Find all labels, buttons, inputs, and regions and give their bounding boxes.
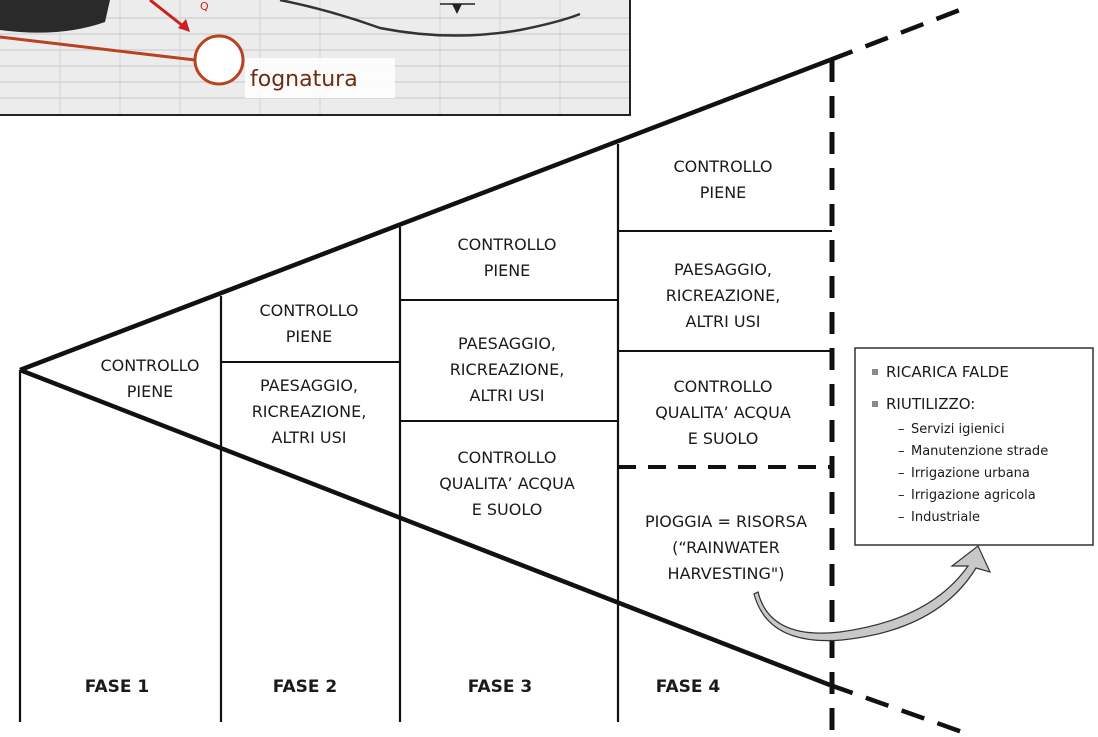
phase3-cell3-line2: QUALITA’ ACQUA (439, 474, 575, 493)
funnel (19, 5, 966, 736)
phase-3: CONTROLLO PIENE PAESAGGIO, RICREAZIONE, … (439, 235, 575, 697)
reuse-box: RICARICA FALDE RIUTILIZZO: – Servizi igi… (854, 347, 1094, 546)
phase1-cell1-line1: CONTROLLO (100, 356, 199, 375)
phase3-cell3-line1: CONTROLLO (457, 448, 556, 467)
reuse-subitem-3: Irrigazione urbana (911, 466, 1030, 481)
bullet-icon (872, 369, 878, 375)
phase-dividers (18, 144, 620, 722)
water-level-icon (452, 4, 462, 14)
red-arrow-icon (178, 19, 190, 32)
reuse-box-frame (854, 347, 1094, 546)
inset-border (0, 0, 631, 116)
reuse-subitem-1: Servizi igienici (911, 422, 1005, 437)
funnel-bottom-edge (19, 367, 831, 688)
phase4-cell3-line3: E SUOLO (688, 429, 759, 448)
phase-2: CONTROLLO PIENE PAESAGGIO, RICREAZIONE, … (252, 301, 367, 697)
dash-icon: – (898, 444, 905, 459)
phase2-cell2-line3: ALTRI USI (272, 428, 347, 447)
dash-icon: – (898, 510, 905, 525)
svg-text:Q: Q (200, 0, 209, 13)
phase4-cell1-line1: CONTROLLO (673, 157, 772, 176)
phase-4: CONTROLLO PIENE PAESAGGIO, RICREAZIONE, … (645, 157, 807, 697)
sewer-pipe-icon (193, 34, 245, 86)
phase4-cell2-line3: ALTRI USI (686, 312, 761, 331)
phase3-label: FASE 3 (468, 677, 532, 697)
phase4-cell4-line1: PIOGGIA = RISORSA (645, 512, 807, 531)
phase2-label: FASE 2 (273, 677, 337, 697)
phase4-cell4-line2: (“RAINWATER (672, 538, 780, 557)
phase2-cell1-line2: PIENE (286, 327, 333, 346)
phase-1: CONTROLLO PIENE FASE 1 (85, 356, 200, 697)
phase3-cell2-line3: ALTRI USI (470, 386, 545, 405)
sewer-inset: Q fognatura (0, 0, 631, 116)
bullet-icon (872, 401, 878, 407)
inset-dark-shape (0, 0, 110, 33)
phase3-cell3-line3: E SUOLO (472, 500, 543, 519)
cell-separators (221, 230, 832, 422)
reuse-subitem-5: Industriale (911, 510, 980, 525)
dash-icon: – (898, 488, 905, 503)
funnel-top-extension (829, 5, 966, 63)
reuse-item-1: RICARICA FALDE (886, 363, 1009, 381)
phase3-cell2-line1: PAESAGGIO, (458, 334, 556, 353)
reuse-item-2: RIUTILIZZO: (886, 395, 975, 413)
reuse-subitem-2: Manutenzione strade (911, 444, 1048, 459)
phase4-label: FASE 4 (656, 677, 721, 697)
phase3-cell1-line2: PIENE (484, 261, 531, 280)
phase4-cell1-line2: PIENE (700, 183, 747, 202)
inset-terrain-line (279, 0, 581, 37)
phase4-cell4-line3: HARVESTING") (668, 564, 785, 583)
dash-icon: – (898, 466, 905, 481)
phase4-cell3-line2: QUALITA’ ACQUA (655, 403, 791, 422)
inset-label: fognatura (250, 67, 358, 92)
phase2-cell2-line1: PAESAGGIO, (260, 376, 358, 395)
funnel-top-edge (19, 57, 831, 373)
phase3-cell2-line2: RICREAZIONE, (450, 360, 565, 379)
dash-icon: – (898, 422, 905, 437)
phase1-label: FASE 1 (85, 677, 149, 697)
phase4-cell2-line1: PAESAGGIO, (674, 260, 772, 279)
phase3-cell1-line1: CONTROLLO (457, 235, 556, 254)
reuse-subitem-4: Irrigazione agricola (911, 488, 1036, 503)
funnel-bottom-extension (829, 682, 966, 736)
phase2-cell1-line1: CONTROLLO (259, 301, 358, 320)
phase2-cell2-line2: RICREAZIONE, (252, 402, 367, 421)
phase4-cell3-line1: CONTROLLO (673, 377, 772, 396)
phase4-cell2-line2: RICREAZIONE, (666, 286, 781, 305)
phase1-cell1-line2: PIENE (127, 382, 174, 401)
inset-pipe-line (0, 35, 196, 62)
curved-arrow-icon (753, 545, 992, 642)
